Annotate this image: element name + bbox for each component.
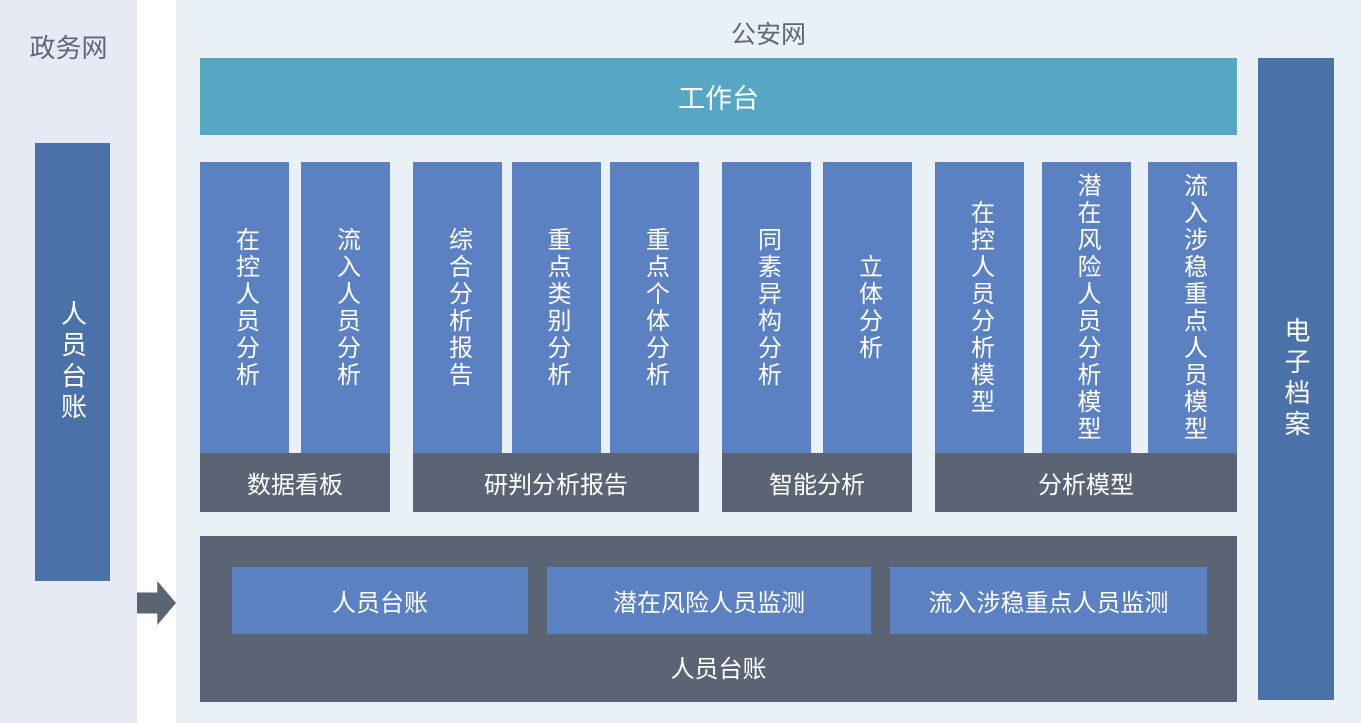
arrow-right-icon (137, 581, 176, 625)
public-security-network-panel: 公安网 工作台 在控人员分析 流入人员分析 数据看板 综合分析报告 重点类别分析… (176, 0, 1361, 723)
module-bar: 流入涉稳重点人员模型 (1148, 162, 1237, 453)
government-network-title: 政务网 (29, 33, 108, 63)
group-footer-label: 分析模型 (935, 453, 1237, 512)
module-bar-label: 在控人员分析模型 (966, 199, 994, 416)
workbench-bar-label: 工作台 (678, 84, 759, 114)
module-bar: 潜在风险人员分析模型 (1041, 162, 1131, 453)
group-footer-label: 数据看板 (200, 453, 390, 512)
group-bars: 综合分析报告 重点类别分析 重点个体分析 (413, 162, 699, 453)
module-bar-label: 综合分析报告 (444, 226, 472, 389)
module-bar-label: 同素异构分析 (753, 226, 781, 389)
module-bar-label: 重点个体分析 (641, 226, 669, 389)
module-bar-label: 立体分析 (854, 253, 882, 362)
module-bar-label: 潜在风险人员分析模型 (1073, 172, 1100, 443)
group-analysis-reports: 综合分析报告 重点类别分析 重点个体分析 研判分析报告 (413, 162, 699, 512)
module-bar: 综合分析报告 (413, 162, 502, 453)
ledger-block-potential-risk-monitoring: 潜在风险人员监测 (547, 567, 871, 634)
electronic-archive-bar: 电子档案 (1258, 58, 1334, 700)
module-bar: 流入人员分析 (301, 162, 390, 453)
module-bar: 重点个体分析 (610, 162, 699, 453)
personnel-ledger-box: 人员台账 潜在风险人员监测 流入涉稳重点人员监测 人员台账 (200, 536, 1237, 702)
government-network-panel: 政务网 人员台账 (0, 0, 137, 723)
module-bar-label: 流入人员分析 (332, 226, 360, 389)
ledger-block-inflow-key-personnel-monitoring: 流入涉稳重点人员监测 (890, 567, 1207, 634)
module-bar-label: 流入涉稳重点人员模型 (1179, 172, 1207, 443)
group-analysis-models: 在控人员分析模型 潜在风险人员分析模型 流入涉稳重点人员模型 分析模型 (935, 162, 1237, 512)
module-bar: 重点类别分析 (511, 162, 601, 453)
workbench-bar: 工作台 (200, 58, 1237, 135)
group-footer-label: 智能分析 (722, 453, 912, 512)
group-bars: 在控人员分析模型 潜在风险人员分析模型 流入涉稳重点人员模型 (935, 162, 1237, 453)
module-bar-label: 重点类别分析 (543, 226, 570, 389)
module-bar: 立体分析 (823, 162, 912, 453)
group-bars: 同素异构分析 立体分析 (722, 162, 912, 453)
group-bars: 在控人员分析 流入人员分析 (200, 162, 390, 453)
group-footer-label: 研判分析报告 (413, 453, 699, 512)
ledger-buttons-row: 人员台账 潜在风险人员监测 流入涉稳重点人员监测 (232, 567, 1207, 634)
electronic-archive-bar-label: 电子档案 (1281, 317, 1311, 441)
module-bar: 同素异构分析 (722, 162, 811, 453)
personnel-ledger-side-bar-label: 人员台账 (57, 300, 88, 424)
personnel-ledger-side-bar: 人员台账 (35, 143, 110, 581)
group-intelligent-analysis: 同素异构分析 立体分析 智能分析 (722, 162, 912, 512)
personnel-ledger-box-label: 人员台账 (670, 656, 767, 683)
ledger-block-personnel-ledger: 人员台账 (232, 567, 528, 634)
group-data-dashboard: 在控人员分析 流入人员分析 数据看板 (200, 162, 390, 512)
module-bar-label: 在控人员分析 (231, 226, 259, 389)
public-security-network-title: 公安网 (730, 21, 806, 49)
module-bar: 在控人员分析 (200, 162, 289, 453)
module-bar: 在控人员分析模型 (935, 162, 1024, 453)
